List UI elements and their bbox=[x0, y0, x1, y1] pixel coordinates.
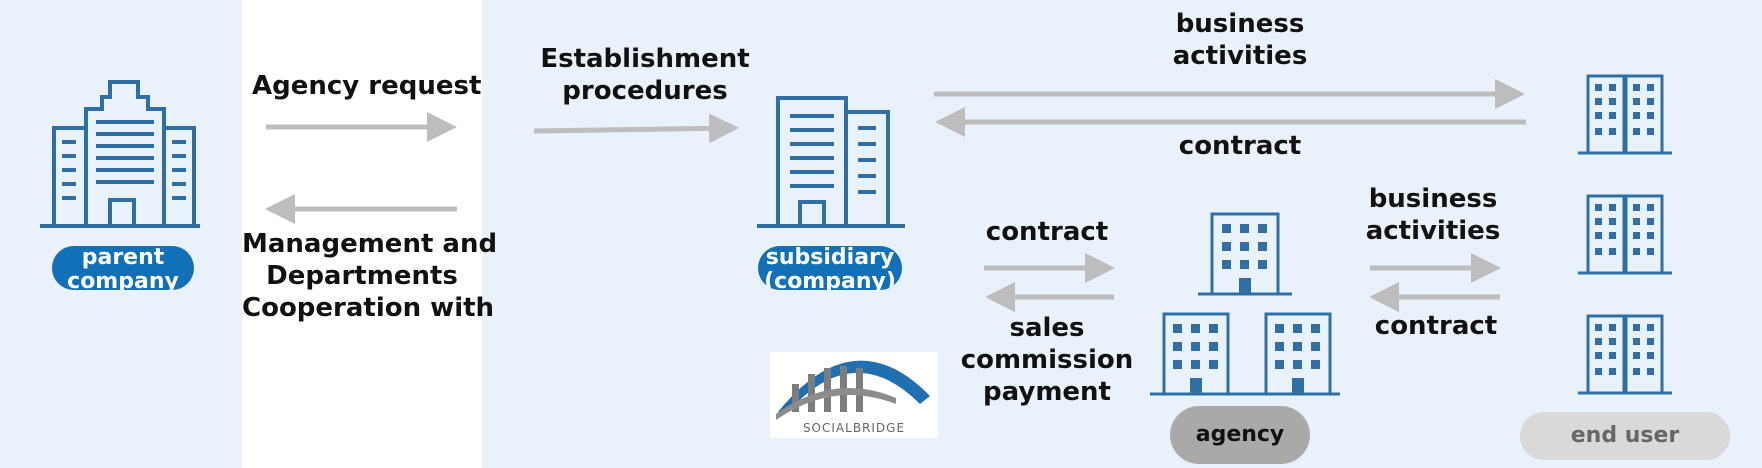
label-contract-right: contract bbox=[1374, 311, 1498, 341]
node-parent-company: parent company bbox=[52, 246, 194, 290]
end-user-building-icon bbox=[1578, 74, 1672, 395]
agency-building-icon bbox=[1150, 212, 1340, 396]
parent-building-icon bbox=[40, 80, 200, 228]
node-end-user-label: end user bbox=[1570, 423, 1680, 448]
subsidiary-building-icon bbox=[757, 96, 905, 228]
label-contract-top: contract bbox=[1178, 131, 1302, 161]
label-management-cooperation: Management and Departments Cooperation w… bbox=[242, 229, 498, 323]
node-agency: agency bbox=[1170, 406, 1310, 464]
socialbridge-logo-icon: SOCIALBRIDGE bbox=[770, 352, 938, 438]
label-agency-request: Agency request bbox=[252, 71, 482, 101]
node-subsidiary: subsidiary (company) bbox=[758, 246, 902, 290]
label-contract-agency: contract bbox=[985, 217, 1109, 247]
node-parent-label: parent company bbox=[67, 246, 179, 290]
label-business-activities-right: business activities bbox=[1365, 184, 1501, 246]
node-agency-label: agency bbox=[1195, 422, 1285, 447]
center-panel bbox=[242, 0, 482, 468]
node-end-user: end user bbox=[1520, 412, 1730, 460]
logo-text: SOCIALBRIDGE bbox=[803, 421, 905, 435]
label-establishment: Establishment procedures bbox=[540, 44, 750, 106]
label-sales-commission: sales commission payment bbox=[960, 313, 1134, 407]
node-subsidiary-label: subsidiary (company) bbox=[764, 246, 896, 290]
label-business-activities-top: business activities bbox=[1172, 9, 1308, 71]
arrow-establishment bbox=[533, 113, 739, 144]
